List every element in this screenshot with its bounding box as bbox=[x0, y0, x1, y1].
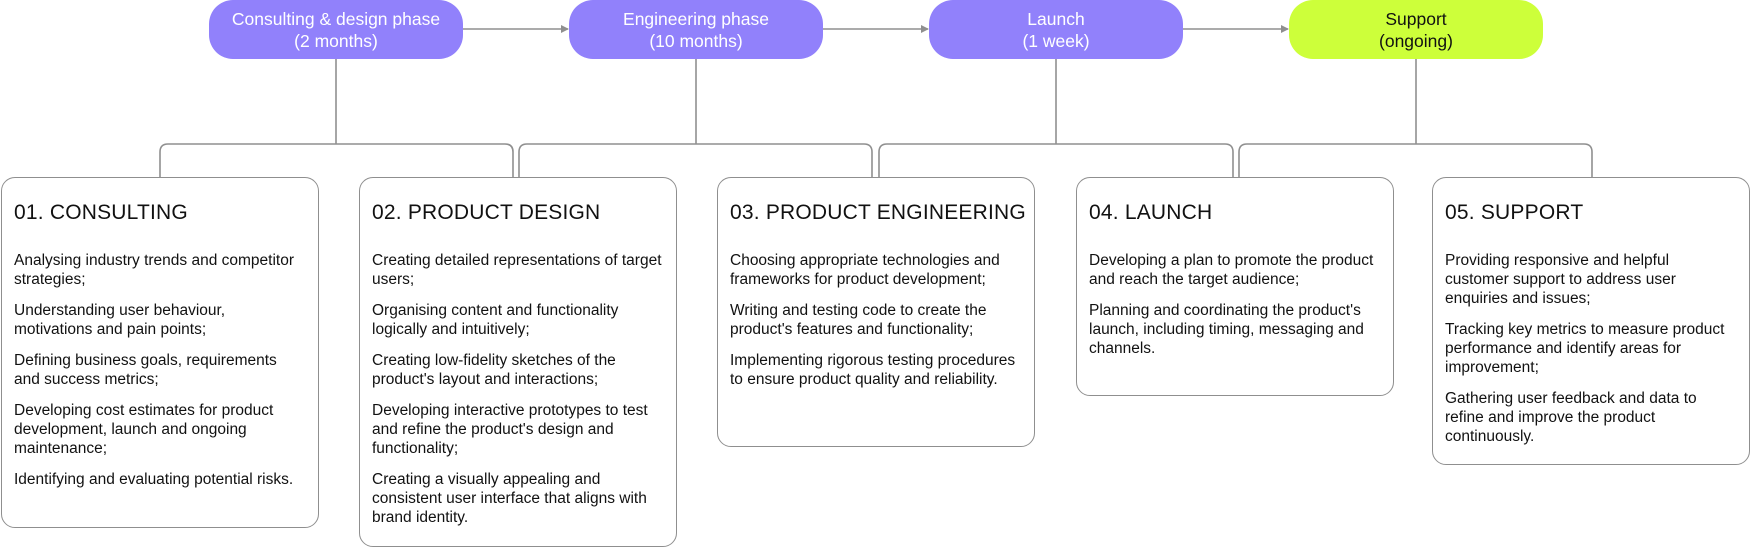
phase-launch: Launch (1 week) bbox=[929, 0, 1183, 59]
bracket-consulting-phase bbox=[159, 143, 514, 177]
list-item: Gathering user feedback and data to refi… bbox=[1445, 390, 1697, 445]
phase-label: Consulting & design phase bbox=[231, 8, 441, 29]
list-item: Creating detailed representations of tar… bbox=[372, 252, 662, 288]
list-item: Creating low-fidelity sketches of the pr… bbox=[372, 352, 616, 388]
list-item: Planning and coordinating the product's … bbox=[1089, 302, 1364, 357]
phase-duration: (ongoing) bbox=[1379, 30, 1453, 51]
bracket-engineering-phase bbox=[518, 143, 873, 177]
phase-label: Launch bbox=[1027, 8, 1085, 29]
list-item: Defining business goals, requirements an… bbox=[14, 352, 277, 388]
phase-support: Support (ongoing) bbox=[1289, 0, 1543, 59]
phase-duration: (10 months) bbox=[649, 30, 743, 51]
card-support: 05. SUPPORT Providing responsive and hel… bbox=[1432, 177, 1750, 465]
phase-engineering: Engineering phase (10 months) bbox=[569, 0, 823, 59]
list-item: Understanding user behaviour, motivation… bbox=[14, 302, 226, 338]
card-item-list: Developing a plan to promote the product… bbox=[1089, 251, 1381, 358]
phase-consulting-design: Consulting & design phase (2 months) bbox=[209, 0, 463, 59]
card-title: 04. LAUNCH bbox=[1089, 201, 1213, 224]
list-item: Analysing industry trends and competitor… bbox=[14, 252, 295, 288]
list-item: Creating a visually appealing and consis… bbox=[372, 471, 647, 526]
card-title: 03. PRODUCT ENGINEERING bbox=[730, 201, 1026, 224]
card-item-list: Creating detailed representations of tar… bbox=[372, 251, 664, 527]
card-title: 02. PRODUCT DESIGN bbox=[372, 201, 601, 224]
card-title: 01. CONSULTING bbox=[14, 201, 188, 224]
list-item: Organising content and functionality log… bbox=[372, 302, 619, 338]
bracket-launch-phase bbox=[878, 143, 1234, 177]
card-consulting: 01. CONSULTING Analysing industry trends… bbox=[1, 177, 319, 528]
phase-label: Engineering phase bbox=[623, 8, 769, 29]
list-item: Developing interactive prototypes to tes… bbox=[372, 402, 648, 457]
list-item: Identifying and evaluating potential ris… bbox=[14, 471, 294, 488]
bracket-support-phase bbox=[1238, 143, 1593, 177]
phase-duration: (1 week) bbox=[1022, 30, 1090, 51]
phase-duration: (2 months) bbox=[294, 30, 378, 51]
card-item-list: Providing responsive and helpful custome… bbox=[1445, 251, 1737, 446]
list-item: Tracking key metrics to measure product … bbox=[1445, 321, 1725, 376]
list-item: Developing a plan to promote the product… bbox=[1089, 252, 1374, 288]
list-item: Choosing appropriate technologies and fr… bbox=[730, 252, 1000, 288]
list-item: Writing and testing code to create the p… bbox=[730, 302, 987, 338]
card-item-list: Analysing industry trends and competitor… bbox=[14, 251, 306, 489]
list-item: Implementing rigorous testing procedures… bbox=[730, 352, 1016, 388]
card-product-design: 02. PRODUCT DESIGN Creating detailed rep… bbox=[359, 177, 677, 547]
phase-label: Support bbox=[1385, 8, 1447, 29]
card-title: 05. SUPPORT bbox=[1445, 201, 1584, 224]
list-item: Developing cost estimates for product de… bbox=[14, 402, 274, 457]
card-launch: 04. LAUNCH Developing a plan to promote … bbox=[1076, 177, 1394, 396]
card-item-list: Choosing appropriate technologies and fr… bbox=[730, 251, 1022, 389]
list-item: Providing responsive and helpful custome… bbox=[1445, 252, 1676, 307]
card-product-engineering: 03. PRODUCT ENGINEERING Choosing appropr… bbox=[717, 177, 1035, 447]
